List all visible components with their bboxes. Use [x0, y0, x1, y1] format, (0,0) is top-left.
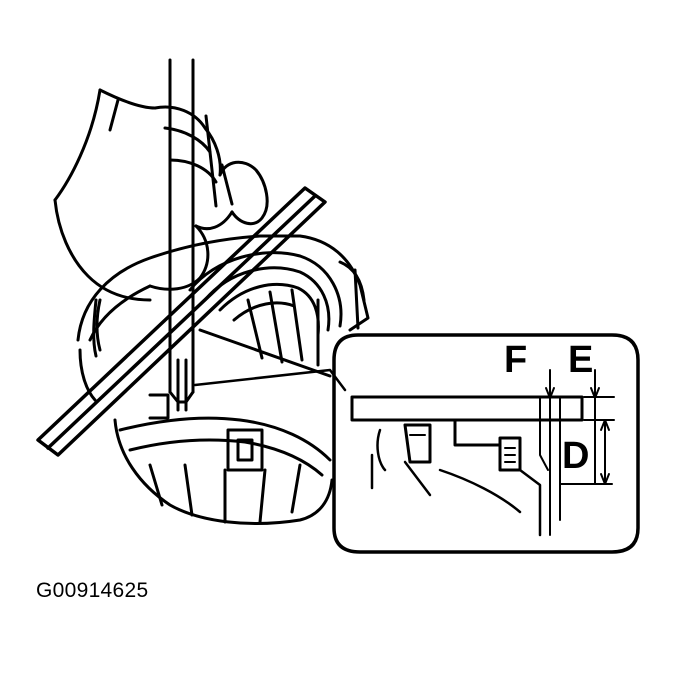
transmission-case	[76, 234, 370, 402]
hand	[53, 88, 269, 358]
figure-id-caption: G00914625	[36, 579, 149, 602]
leader-line	[193, 368, 347, 392]
arrow-head	[590, 387, 600, 399]
arrow-head	[600, 473, 610, 485]
label-f: F	[504, 339, 527, 381]
arrow-head	[600, 419, 610, 431]
detail-callout: F E D	[332, 333, 640, 554]
arrow-head	[545, 387, 555, 399]
detail-straight-edge	[350, 395, 584, 422]
callout-frame	[332, 333, 640, 554]
straight-edge	[36, 186, 327, 457]
label-e: E	[568, 339, 593, 381]
lower-case	[113, 393, 334, 525]
label-d: D	[562, 435, 589, 477]
